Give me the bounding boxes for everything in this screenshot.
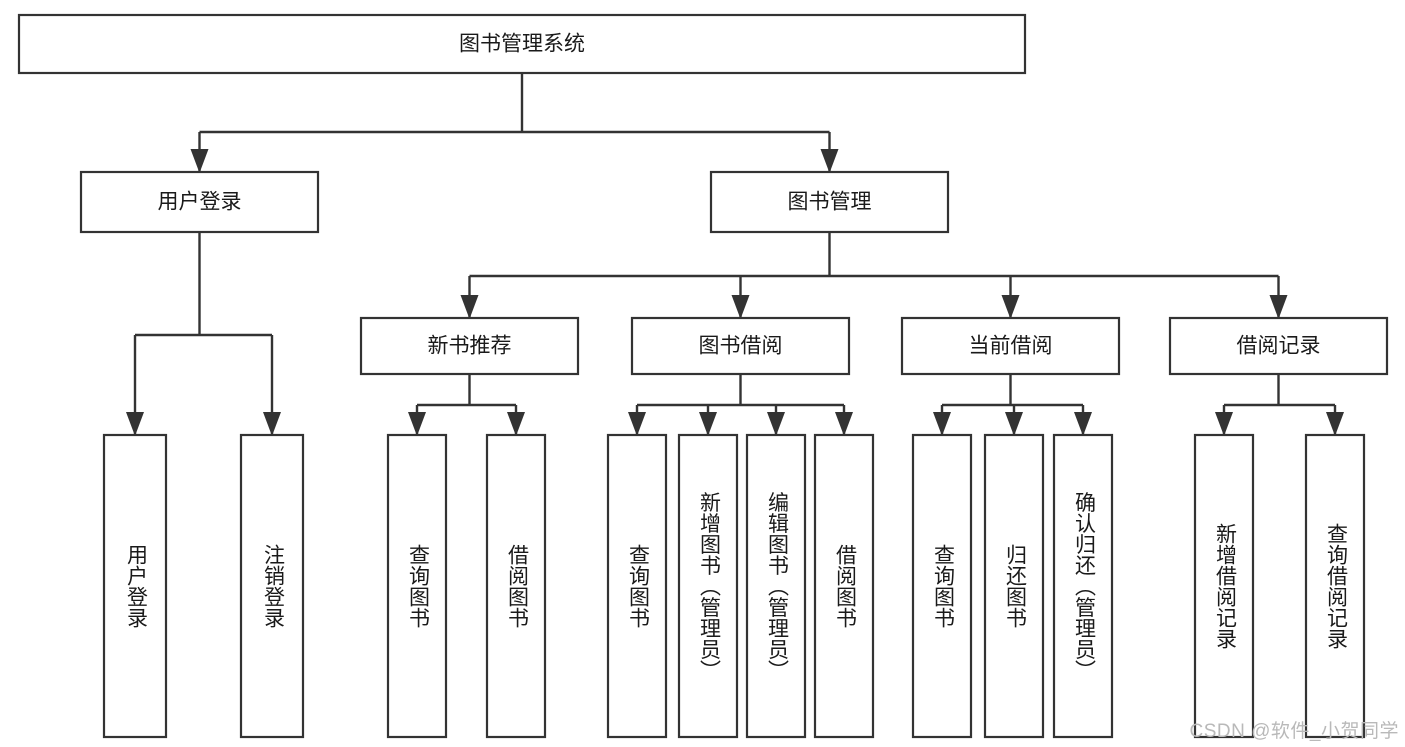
node-current-borrow[interactable]: 当前借阅 <box>900 316 1121 376</box>
arrow-head-icon-current-confirm-return-admin <box>1074 412 1092 436</box>
node-borrow-add-book-admin[interactable]: 新增图书（管理员） <box>677 433 739 739</box>
node-label-records-add-record: 新增借阅记录 <box>1213 523 1237 649</box>
arrow-head-icon-book-manage <box>820 149 839 173</box>
node-box-current-return-book[interactable] <box>983 433 1045 739</box>
node-label-current-query-book: 查询图书 <box>931 544 955 628</box>
arrow-head-icon-borrow-query-book <box>628 412 646 436</box>
node-borrow-borrow-book[interactable]: 借阅图书 <box>813 433 875 739</box>
node-label-root: 图书管理系统 <box>459 33 585 56</box>
node-book-borrow[interactable]: 图书借阅 <box>630 316 851 376</box>
arrow-head-icon-user-login-leaf <box>126 412 144 436</box>
node-label-current-return-book: 归还图书 <box>1003 544 1027 628</box>
node-records-add-record[interactable]: 新增借阅记录 <box>1193 433 1255 739</box>
node-new-book-recommend[interactable]: 新书推荐 <box>359 316 580 376</box>
node-box-root[interactable] <box>17 13 1027 75</box>
node-user-login[interactable]: 用户登录 <box>79 170 320 234</box>
node-user-login-leaf[interactable]: 用户登录 <box>102 433 168 739</box>
node-label-book-manage: 图书管理 <box>788 191 872 214</box>
arrow-head-icon-borrow-edit-book-admin <box>767 412 785 436</box>
node-label-recommend-borrow-book: 借阅图书 <box>505 544 529 628</box>
node-box-recommend-query-book[interactable] <box>386 433 448 739</box>
csdn-watermark: CSDN @软件_小贺同学 <box>1189 721 1399 742</box>
arrow-head-icon-current-return-book <box>1005 412 1023 436</box>
node-recommend-borrow-book[interactable]: 借阅图书 <box>485 433 547 739</box>
node-box-user-login-leaf[interactable] <box>102 433 168 739</box>
arrow-head-icon-new-book-recommend <box>460 295 479 319</box>
arrow-head-icon-records-add-record <box>1215 412 1233 436</box>
connector-layer <box>126 73 1344 436</box>
arrow-head-icon-recommend-query-book <box>408 412 426 436</box>
arrow-head-icon-user-login <box>190 149 209 173</box>
node-box-book-borrow[interactable] <box>630 316 851 376</box>
node-box-borrow-add-book-admin[interactable] <box>677 433 739 739</box>
node-box-user-login[interactable] <box>79 170 320 234</box>
node-box-borrow-edit-book-admin[interactable] <box>745 433 807 739</box>
arrow-head-icon-recommend-borrow-book <box>507 412 525 436</box>
node-box-borrow-records[interactable] <box>1168 316 1389 376</box>
node-label-current-borrow: 当前借阅 <box>969 335 1053 358</box>
node-label-user-login: 用户登录 <box>158 191 242 214</box>
node-borrow-edit-book-admin[interactable]: 编辑图书（管理员） <box>745 433 807 739</box>
node-label-book-borrow: 图书借阅 <box>699 335 783 358</box>
arrow-head-icon-borrow-records <box>1269 295 1288 319</box>
arrow-head-icon-user-logout-leaf <box>263 412 281 436</box>
node-label-recommend-query-book: 查询图书 <box>406 544 430 628</box>
node-current-confirm-return-admin[interactable]: 确认归还（管理员） <box>1052 433 1114 739</box>
node-box-book-manage[interactable] <box>709 170 950 234</box>
node-box-borrow-borrow-book[interactable] <box>813 433 875 739</box>
node-box-records-query-record[interactable] <box>1304 433 1366 739</box>
node-label-records-query-record: 查询借阅记录 <box>1324 523 1348 649</box>
arrow-head-icon-borrow-add-book-admin <box>699 412 717 436</box>
node-label-borrow-edit-book-admin: 编辑图书（管理员） <box>765 492 789 681</box>
node-box-user-logout-leaf[interactable] <box>239 433 305 739</box>
node-borrow-records[interactable]: 借阅记录 <box>1168 316 1389 376</box>
node-label-borrow-records: 借阅记录 <box>1237 335 1321 358</box>
arrow-head-icon-current-borrow <box>1001 295 1020 319</box>
node-current-return-book[interactable]: 归还图书 <box>983 433 1045 739</box>
node-box-borrow-query-book[interactable] <box>606 433 668 739</box>
node-label-new-book-recommend: 新书推荐 <box>428 335 512 358</box>
node-label-borrow-borrow-book: 借阅图书 <box>833 544 857 628</box>
node-box-recommend-borrow-book[interactable] <box>485 433 547 739</box>
node-label-current-confirm-return-admin: 确认归还（管理员） <box>1072 492 1096 681</box>
node-box-current-borrow[interactable] <box>900 316 1121 376</box>
node-book-manage[interactable]: 图书管理 <box>709 170 950 234</box>
node-box-records-add-record[interactable] <box>1193 433 1255 739</box>
node-label-user-logout-leaf: 注销登录 <box>261 544 285 628</box>
node-recommend-query-book[interactable]: 查询图书 <box>386 433 448 739</box>
arrow-head-icon-borrow-borrow-book <box>835 412 853 436</box>
node-layer: 图书管理系统用户登录图书管理用户登录注销登录新书推荐图书借阅当前借阅借阅记录查询… <box>17 13 1389 739</box>
node-label-borrow-query-book: 查询图书 <box>626 544 650 628</box>
node-box-current-query-book[interactable] <box>911 433 973 739</box>
node-label-borrow-add-book-admin: 新增图书（管理员） <box>697 492 721 681</box>
node-box-current-confirm-return-admin[interactable] <box>1052 433 1114 739</box>
arrow-head-icon-book-borrow <box>731 295 750 319</box>
node-records-query-record[interactable]: 查询借阅记录 <box>1304 433 1366 739</box>
node-current-query-book[interactable]: 查询图书 <box>911 433 973 739</box>
node-label-user-login-leaf: 用户登录 <box>124 544 148 628</box>
node-root[interactable]: 图书管理系统 <box>17 13 1027 75</box>
arrow-head-icon-current-query-book <box>933 412 951 436</box>
arrow-head-icon-records-query-record <box>1326 412 1344 436</box>
node-box-new-book-recommend[interactable] <box>359 316 580 376</box>
node-borrow-query-book[interactable]: 查询图书 <box>606 433 668 739</box>
node-user-logout-leaf[interactable]: 注销登录 <box>239 433 305 739</box>
